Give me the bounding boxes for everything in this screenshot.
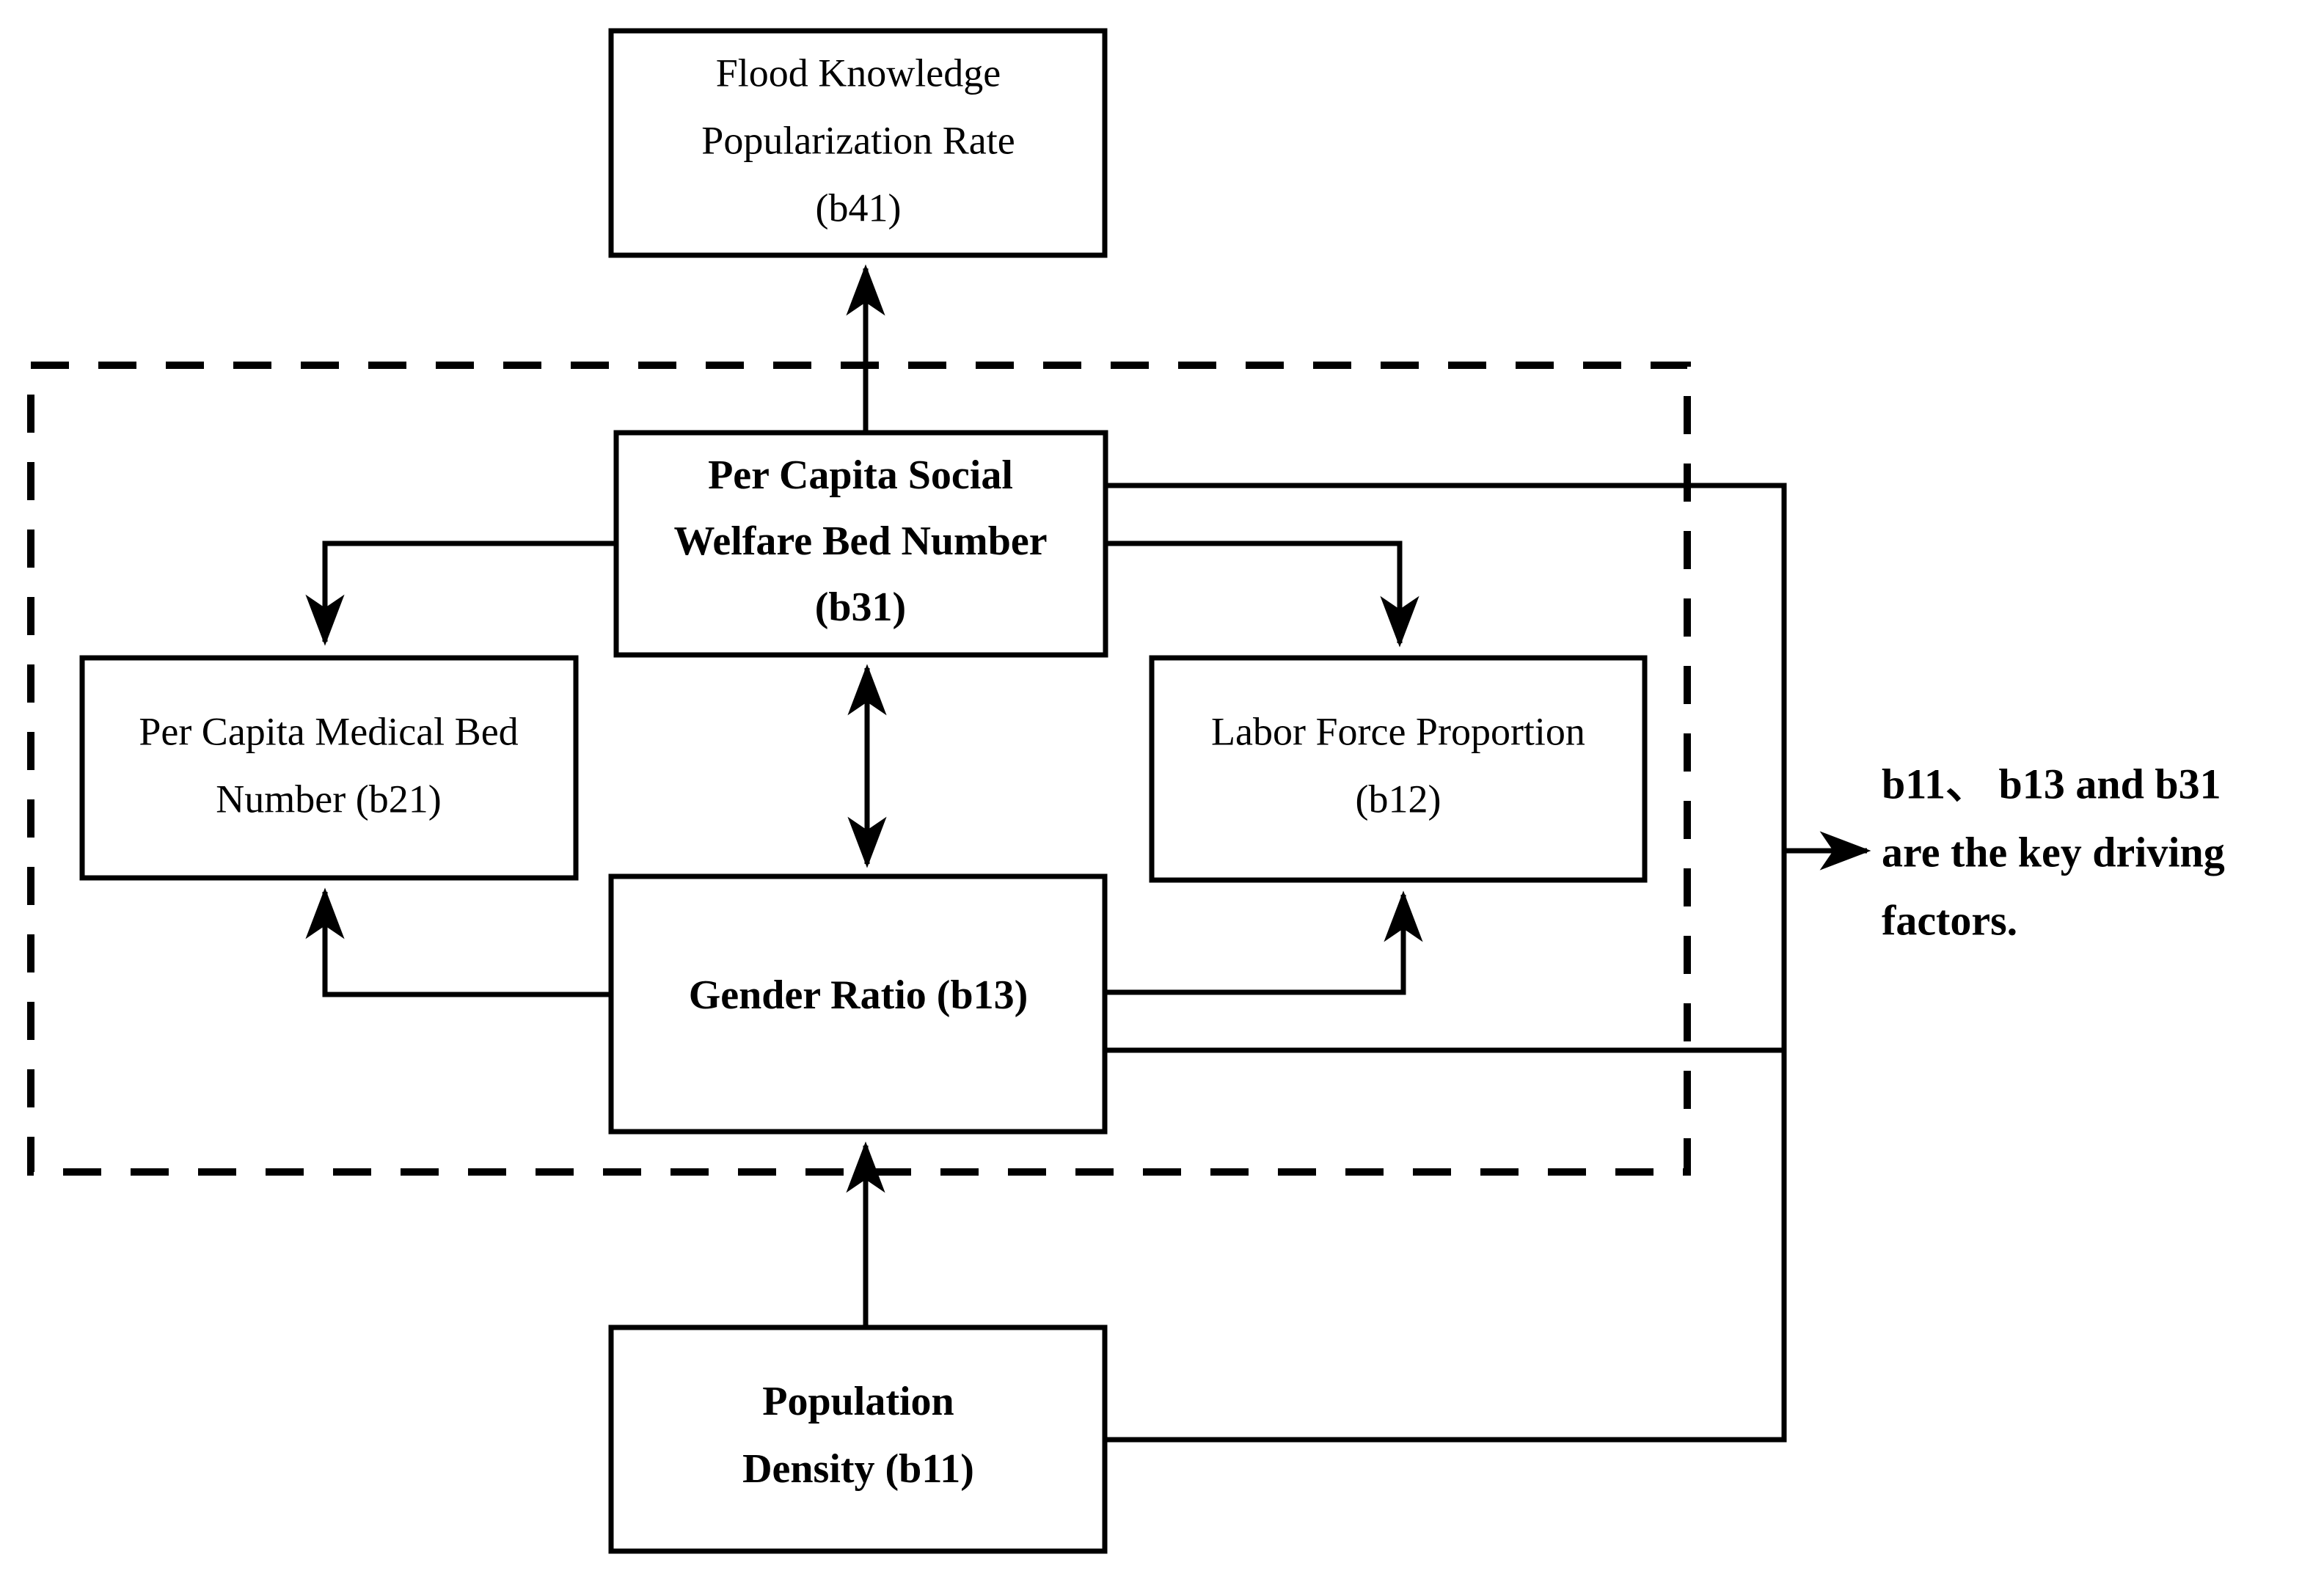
node-b21[interactable]: Per Capita Medical Bed Number (b21) bbox=[79, 655, 579, 881]
node-b31-line-1: Per Capita Social bbox=[708, 453, 1013, 498]
node-b21-line-2: Number (b21) bbox=[216, 777, 441, 821]
node-b11-line-2: Density (b11) bbox=[742, 1446, 974, 1492]
node-b31[interactable]: Per Capita Social Welfare Bed Number (b3… bbox=[613, 430, 1108, 658]
annotation-line-1: b11、 b13 and b31 bbox=[1882, 760, 2221, 807]
edge-b31-to-b21 bbox=[305, 541, 615, 646]
node-b41-line-3: (b41) bbox=[816, 186, 902, 230]
node-b12-line-2: (b12) bbox=[1356, 777, 1441, 821]
node-b13-line-1: Gender Ratio (b13) bbox=[689, 972, 1028, 1018]
edge-b31-to-bus bbox=[1106, 483, 1787, 851]
node-b21-line-1: Per Capita Medical Bed bbox=[139, 709, 518, 753]
node-b11[interactable]: Population Density (b11) bbox=[608, 1325, 1108, 1554]
node-b41-line-2: Popularization Rate bbox=[701, 118, 1015, 162]
dashed-group-boundary bbox=[27, 362, 1691, 1176]
edge-b11-to-bus bbox=[1106, 851, 1787, 1443]
edge-b31-to-b12 bbox=[1106, 541, 1419, 648]
node-b13[interactable]: Gender Ratio (b13) bbox=[608, 873, 1108, 1135]
node-b31-line-2: Welfare Bed Number bbox=[673, 519, 1047, 564]
annotation-line-3: factors. bbox=[1882, 896, 2017, 944]
node-b12-line-1: Labor Force Proportion bbox=[1211, 709, 1585, 753]
edge-b13-to-b21 bbox=[305, 887, 609, 997]
node-b31-line-3: (b31) bbox=[815, 585, 906, 630]
edge-b13-to-b12 bbox=[1106, 890, 1423, 995]
annotation-line-2: are the key driving bbox=[1882, 828, 2225, 876]
node-b41-line-1: Flood Knowledge bbox=[716, 51, 1001, 95]
node-b11-line-1: Population bbox=[762, 1379, 954, 1424]
node-b12[interactable]: Labor Force Proportion (b12) bbox=[1149, 655, 1648, 883]
node-b41[interactable]: Flood Knowledge Popularization Rate (b41… bbox=[608, 28, 1108, 258]
annotation-key-driving-factors: b11、 b13 and b31 are the key driving fac… bbox=[1882, 760, 2225, 944]
